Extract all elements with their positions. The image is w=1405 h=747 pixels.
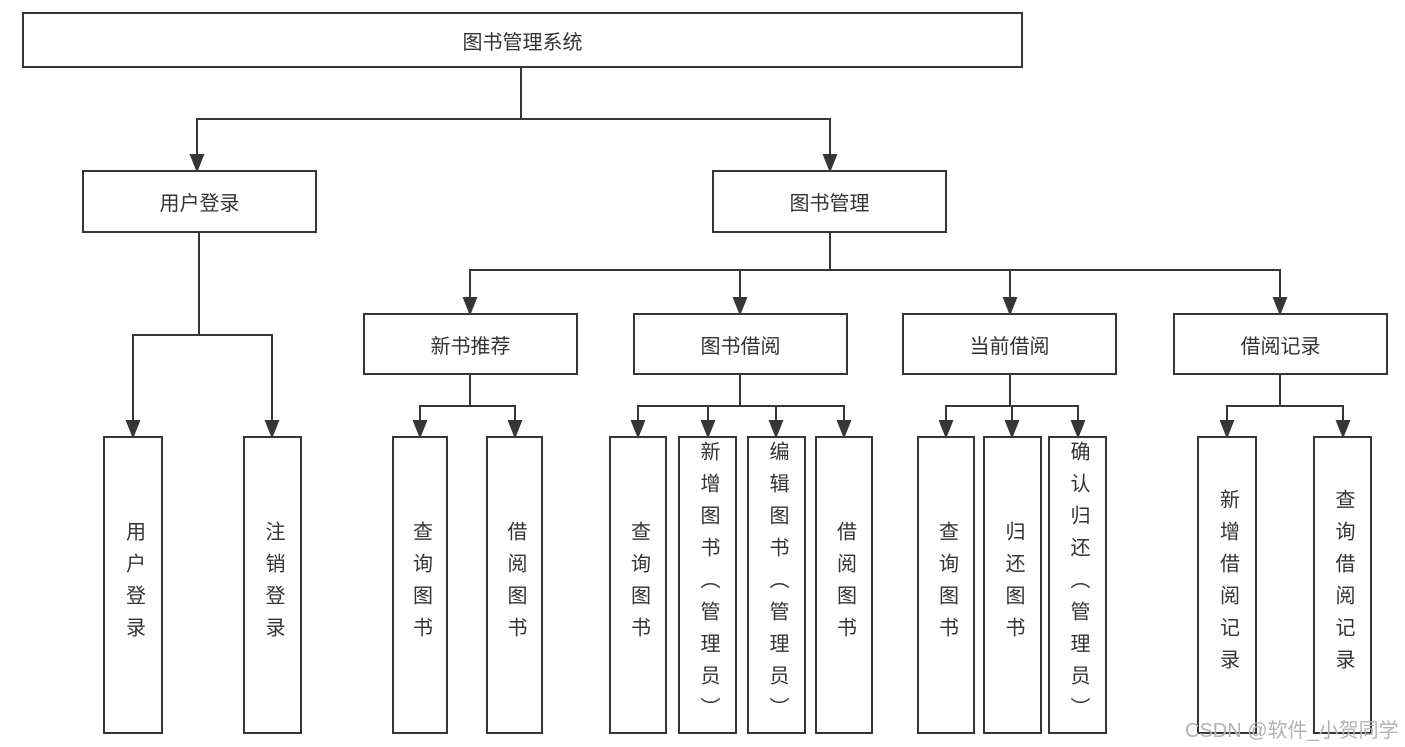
node-library-system-label: 图书管理系统 xyxy=(462,31,583,54)
node-book-borrowing-label: 图书借阅 xyxy=(700,335,781,358)
node-new-book-recommend-label: 新书推荐 xyxy=(430,335,511,358)
leaf-borrow-books-recommend-label: 借阅图书 xyxy=(504,521,526,649)
connector-current-borrowing-children xyxy=(938,375,1086,439)
connector-book-management-children xyxy=(462,233,1288,316)
node-new-book-recommend: 新书推荐 xyxy=(363,313,578,375)
leaf-search-borrow-record-label: 查询借阅记录 xyxy=(1332,489,1354,681)
leaf-add-borrow-record-label: 新增借阅记录 xyxy=(1216,489,1239,681)
leaf-edit-books-admin-label: 编辑图书（管理员） xyxy=(766,441,788,729)
connector-borrowing-records-children xyxy=(1219,375,1351,439)
leaf-search-books-recommend-label: 查询图书 xyxy=(409,521,432,649)
leaf-add-borrow-record: 新增借阅记录 xyxy=(1197,436,1257,734)
node-borrowing-records-label: 借阅记录 xyxy=(1240,335,1321,358)
leaf-borrow-books-recommend: 借阅图书 xyxy=(486,436,543,734)
leaf-user-login-label: 用户登录 xyxy=(122,521,145,649)
node-user-login-label: 用户登录 xyxy=(159,193,240,215)
leaf-search-books-current-label: 查询图书 xyxy=(935,521,958,649)
leaf-return-books-label: 归还图书 xyxy=(1002,521,1024,649)
leaf-add-books-admin: 新增图书（管理员） xyxy=(678,436,737,734)
leaf-search-books-borrowing: 查询图书 xyxy=(609,436,667,734)
connector-root-to-level2 xyxy=(189,67,838,173)
leaf-search-books-recommend: 查询图书 xyxy=(392,436,448,734)
leaf-confirm-return-admin-label: 确认归还（管理员） xyxy=(1067,441,1089,729)
leaf-confirm-return-admin: 确认归还（管理员） xyxy=(1048,436,1107,734)
node-book-management: 图书管理 xyxy=(712,170,947,233)
leaf-borrow-books-borrowing: 借阅图书 xyxy=(815,436,873,734)
leaf-logout: 注销登录 xyxy=(243,436,302,734)
leaf-search-books-borrowing-label: 查询图书 xyxy=(627,521,650,649)
leaf-edit-books-admin: 编辑图书（管理员） xyxy=(747,436,806,734)
node-book-borrowing: 图书借阅 xyxy=(633,313,848,375)
node-current-borrowing: 当前借阅 xyxy=(902,313,1117,375)
connector-book-borrowing-children xyxy=(630,375,852,439)
connector-user-login-children xyxy=(125,233,280,439)
node-library-system: 图书管理系统 xyxy=(22,12,1023,68)
node-borrowing-records: 借阅记录 xyxy=(1173,313,1388,375)
node-user-login: 用户登录 xyxy=(82,170,317,233)
connector-new-book-children xyxy=(412,375,523,439)
leaf-logout-label: 注销登录 xyxy=(262,521,284,649)
leaf-return-books: 归还图书 xyxy=(983,436,1042,734)
leaf-search-books-current: 查询图书 xyxy=(917,436,975,734)
leaf-search-borrow-record: 查询借阅记录 xyxy=(1313,436,1372,734)
node-current-borrowing-label: 当前借阅 xyxy=(969,335,1050,358)
leaf-user-login: 用户登录 xyxy=(103,436,163,734)
node-book-management-label: 图书管理 xyxy=(789,193,870,215)
leaf-add-books-admin-label: 新增图书（管理员） xyxy=(697,441,719,729)
leaf-borrow-books-borrowing-label: 借阅图书 xyxy=(833,521,856,649)
csdn-watermark: CSDN @软件_小贺同学 xyxy=(1185,720,1399,742)
